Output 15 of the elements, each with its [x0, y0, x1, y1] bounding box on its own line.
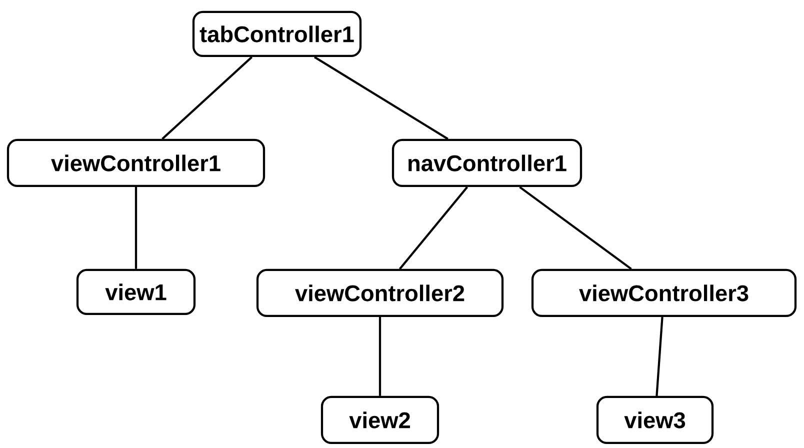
- process-box: view2: [320, 396, 440, 444]
- process-box: viewController3: [531, 268, 797, 318]
- connector-line: [519, 186, 632, 270]
- process-box: tabController1: [192, 10, 362, 58]
- connector-line: [162, 56, 253, 140]
- process-box: view1: [76, 268, 196, 316]
- process-box: navController1: [392, 138, 582, 188]
- connector-line: [134, 187, 138, 269]
- connector-line: [656, 316, 664, 396]
- process-box: viewController2: [256, 268, 504, 318]
- process-box: viewController1: [6, 138, 266, 188]
- connector-line: [314, 56, 448, 140]
- connector-line: [398, 186, 468, 270]
- connector-line: [378, 317, 382, 396]
- process-box: view3: [596, 396, 714, 444]
